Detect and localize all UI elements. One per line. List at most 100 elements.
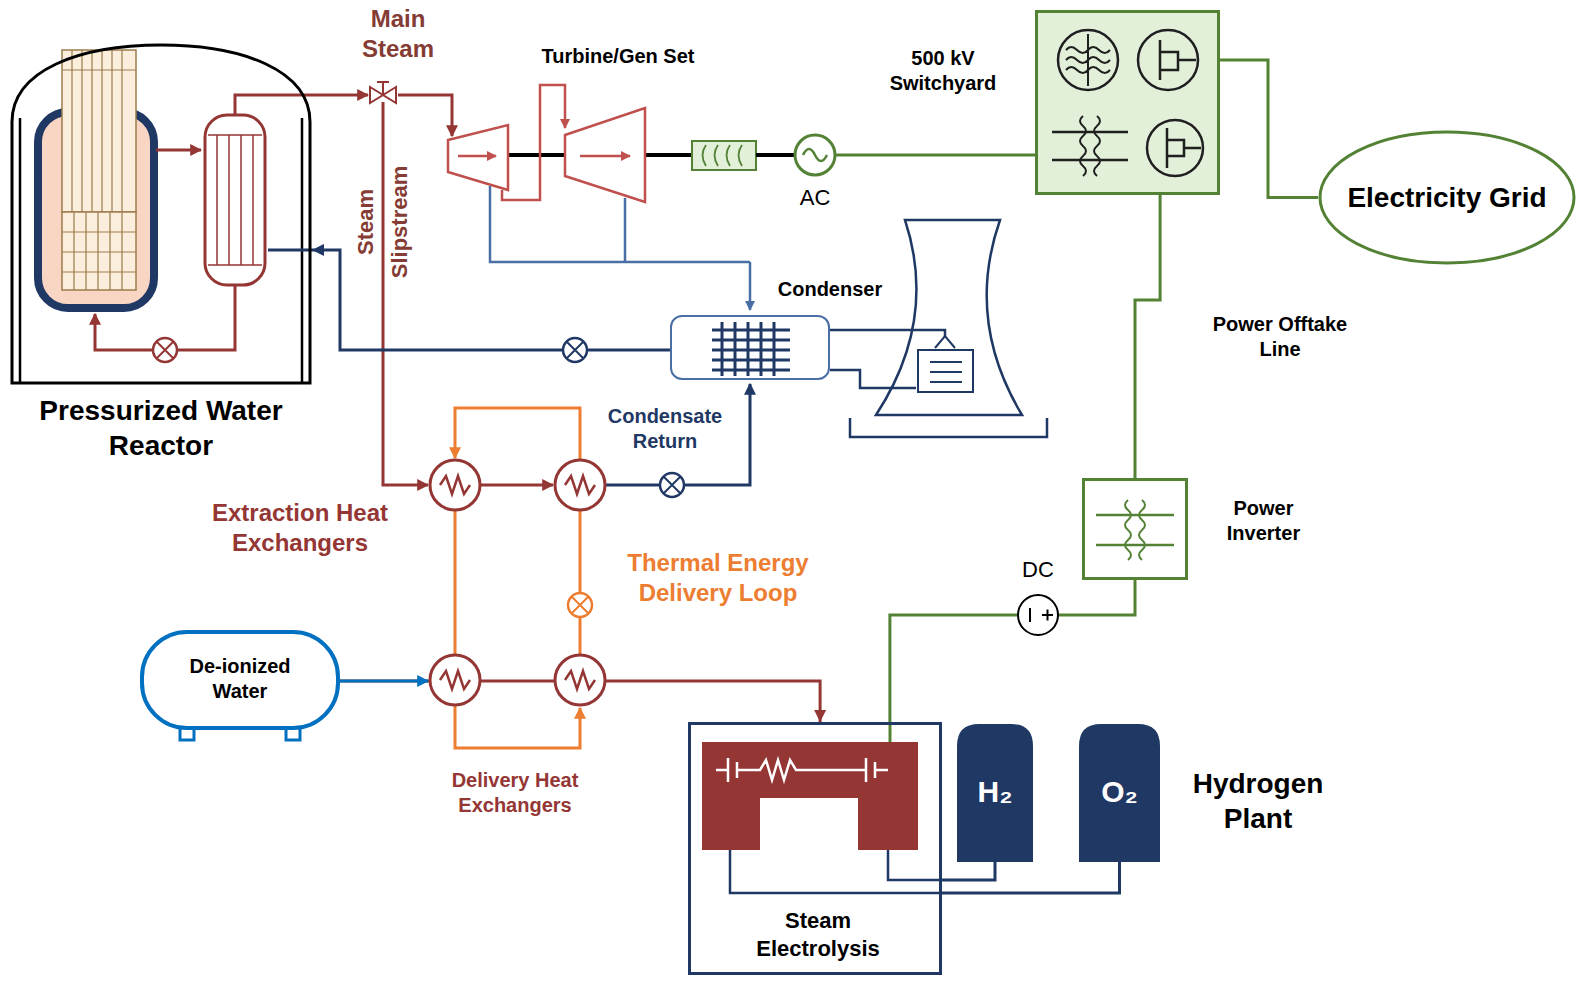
steam-cycle-part	[835, 154, 1035, 157]
label-holder: Hydrogen Plant	[1168, 766, 1348, 836]
label-holder: Extraction Heat Exchangers	[180, 498, 420, 558]
reactor-internals-part	[62, 212, 136, 290]
gas-tank-body	[1079, 724, 1160, 862]
steam-cycle-part	[458, 155, 496, 158]
steam-cycle-part	[703, 145, 743, 166]
feedwater-pump-part	[567, 342, 583, 358]
switchyard-equipment	[1035, 10, 1220, 195]
annotation-label: DC	[1008, 556, 1068, 584]
text-holder: Steam Electrolysis	[728, 907, 908, 962]
switchyard-equipment-part	[1058, 30, 1118, 90]
steam-cycle-part	[235, 95, 368, 115]
electrolysis-cell-part	[730, 850, 942, 893]
switchyard-equipment-part	[1035, 10, 1220, 195]
annotation-label: Extraction Heat Exchangers	[180, 498, 420, 558]
condensate-pump-part	[660, 473, 684, 497]
heat-exchanger-part	[440, 476, 470, 494]
label-holder: Main Steam	[343, 4, 453, 64]
feedwater-pump-part	[563, 338, 587, 362]
annotation-label: Main Steam	[343, 4, 453, 64]
water-feed-line	[340, 680, 428, 683]
annotation-label: Turbine/Gen Set	[508, 44, 728, 69]
reactor-pump-part	[153, 338, 177, 362]
steam-cycle-part	[502, 85, 565, 200]
label-holder: Condensate Return	[590, 404, 740, 454]
node-label: Condenser	[750, 277, 910, 302]
connector-line	[1135, 195, 1160, 478]
electrolysis-cell-part	[702, 742, 918, 850]
steam-cycle-part	[448, 125, 508, 190]
heat-exchanger	[555, 460, 605, 510]
switchyard-equipment-part	[1080, 116, 1100, 176]
reactor-internals-part	[205, 115, 265, 285]
heat-exchanger-part	[430, 460, 480, 510]
label-holder: Delivery Heat Exchangers	[425, 768, 605, 818]
steam-cycle-part	[795, 135, 835, 175]
switchyard-equipment-part	[1160, 40, 1196, 80]
containment-outline	[12, 45, 310, 383]
dc-source-symbol-part	[1030, 608, 1053, 622]
steam-cycle-part	[490, 186, 750, 310]
reactor-internals-part	[62, 50, 136, 212]
heat-exchanger-part	[440, 671, 470, 689]
text-holder: Condenser	[750, 277, 910, 302]
label-holder: Steam Slipstream	[349, 152, 417, 292]
node-label: Steam Electrolysis	[728, 907, 908, 962]
steam-cycle-part	[398, 95, 452, 136]
inverter-box: Power Inverter	[1082, 478, 1188, 580]
condenser-tower-part	[830, 330, 945, 338]
edge-label-holder: Power Offtake Line	[1195, 312, 1365, 362]
node-label: Pressurized Water Reactor	[0, 393, 322, 463]
steam-cycle-part	[692, 141, 756, 170]
hydrogen-tank: H₂	[955, 722, 1035, 862]
inverter-equipment-part	[1125, 500, 1145, 560]
switchyard-equipment-part	[1167, 128, 1201, 168]
loop-pump-part	[568, 593, 592, 617]
connector-line	[942, 862, 1120, 893]
heat-exchanger-part	[555, 460, 605, 510]
loop-pump-part	[572, 597, 588, 613]
electrolysis-cell	[702, 722, 942, 893]
annotation-label: Condensate Return	[590, 404, 740, 454]
node-label: H₂	[978, 773, 1013, 811]
steam-cycle-part	[383, 102, 428, 485]
grid-ellipse: Electricity Grid	[1318, 130, 1576, 265]
condenser-tower-part	[876, 220, 1022, 415]
annotation-label: Steam Slipstream	[349, 152, 417, 292]
annotation-label: AC	[785, 184, 845, 212]
tank-feet	[180, 728, 300, 740]
containment-building: Pressurized Water Reactor	[10, 42, 312, 385]
reactor-internals	[20, 50, 312, 383]
connector-line	[1220, 60, 1318, 198]
condensate-pump	[660, 473, 684, 497]
text-holder: 500 kV Switchyard	[858, 46, 1028, 96]
condenser-tower-part	[830, 370, 916, 388]
heat-exchanger-part	[555, 655, 605, 705]
edge-label: Power Offtake Line	[1213, 313, 1347, 360]
reactor-internals-part	[268, 249, 312, 252]
heat-loop-part	[455, 408, 580, 460]
inverter-equipment-part	[1096, 515, 1174, 545]
reactor-internals-part	[156, 149, 201, 152]
steam-cycle-part	[756, 153, 795, 157]
condenser-tower	[712, 220, 1047, 437]
heat-loop-part	[454, 510, 457, 655]
switchyard-equipment-part	[1052, 132, 1128, 160]
reactor-pump	[153, 338, 177, 362]
label-holder: Turbine/Gen Set	[508, 44, 728, 69]
text-holder: Power Inverter	[1201, 496, 1326, 546]
condenser-tower-part	[930, 336, 962, 382]
text-holder: O₂	[1077, 722, 1162, 862]
reactor-internals-part	[208, 135, 262, 265]
oxygen-tank: O₂	[1077, 722, 1162, 862]
dc-source-symbol-part	[1018, 595, 1058, 635]
label-holder: Thermal Energy Delivery Loop	[598, 548, 838, 608]
text-holder: Electricity Grid	[1318, 130, 1576, 265]
containment-outline	[10, 42, 312, 385]
inverter-equipment	[1096, 500, 1174, 560]
steam-cycle-part	[565, 108, 645, 202]
node-label: Electricity Grid	[1347, 180, 1546, 215]
